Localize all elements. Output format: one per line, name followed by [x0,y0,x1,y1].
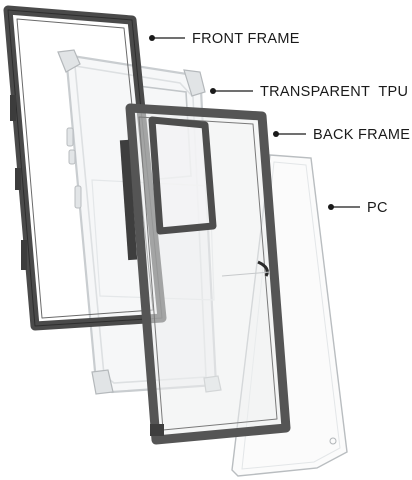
tpu-corner-bottom-left [91,369,114,395]
callout-pc: PC [328,200,388,216]
label-transparent-tpu: TRANSPARENT TPU [260,84,408,100]
tpu-button-cover [74,185,82,209]
callout-front-frame: FRONT FRAME [149,31,300,47]
back-frame [119,103,291,445]
back-frame-hinge [257,260,269,277]
callout-transparent-tpu: TRANSPARENT TPU [210,84,408,100]
label-pc: PC [367,200,388,216]
label-back-frame: BACK FRAME [313,127,410,143]
tpu-button-cover [68,149,76,165]
tpu-corner-top-right [183,69,206,97]
label-front-frame: FRONT FRAME [192,31,300,47]
pc-camera-marker [329,437,337,445]
back-frame-side-rail [119,139,138,261]
back-frame-camera-window [148,116,217,235]
tpu-button-cover [66,127,74,147]
callout-back-frame: BACK FRAME [273,127,410,143]
tpu-corner-top-left [57,49,81,73]
